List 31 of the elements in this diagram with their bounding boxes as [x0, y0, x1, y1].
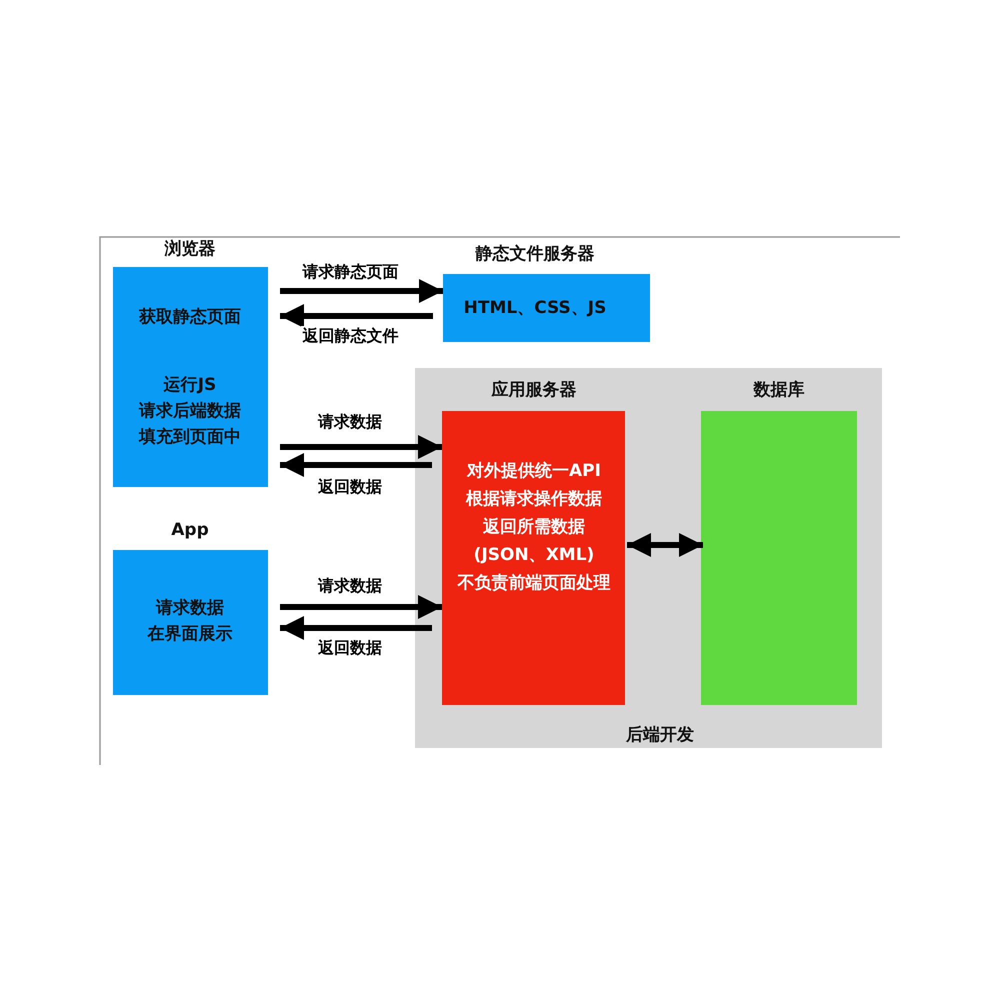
edge-label: 请求数据: [316, 412, 384, 432]
arrow: [627, 533, 703, 557]
box-text: 获取静态页面: [139, 306, 241, 329]
box-title: 应用服务器: [492, 379, 576, 402]
box-title: 静态文件服务器: [476, 243, 594, 266]
edge-label: 返回数据: [316, 638, 384, 658]
group-label: 后端开发: [626, 724, 694, 747]
arrow: [280, 304, 433, 328]
edge-label: 返回数据: [316, 477, 384, 497]
box-title: 浏览器: [164, 238, 216, 261]
box-text: 返回所需数据: [483, 516, 585, 539]
box-text: 请求数据: [156, 597, 224, 620]
box-text: 根据请求操作数据: [466, 488, 602, 511]
edge-label: 请求静态页面: [300, 262, 400, 282]
arrow: [280, 279, 443, 303]
box-title: App: [171, 519, 209, 542]
box-text: 运行JS: [164, 374, 216, 397]
arrow: [280, 435, 442, 459]
box-text: 请求后端数据: [139, 400, 241, 423]
box-text: 在界面展示: [148, 623, 232, 646]
box-text: 对外提供统一API: [467, 460, 601, 483]
box-title: 数据库: [754, 379, 804, 402]
box-text: HTML、CSS、JS: [464, 297, 606, 320]
box-text: (JSON、XML): [474, 544, 594, 567]
arrow: [280, 616, 432, 640]
box-text: 不负责前端页面处理: [458, 572, 610, 595]
edge-label: 请求数据: [316, 576, 384, 596]
box-text: 填充到页面中: [139, 426, 241, 449]
arrow: [280, 595, 442, 619]
arrow: [280, 453, 432, 477]
edge-label: 返回静态文件: [300, 326, 400, 346]
